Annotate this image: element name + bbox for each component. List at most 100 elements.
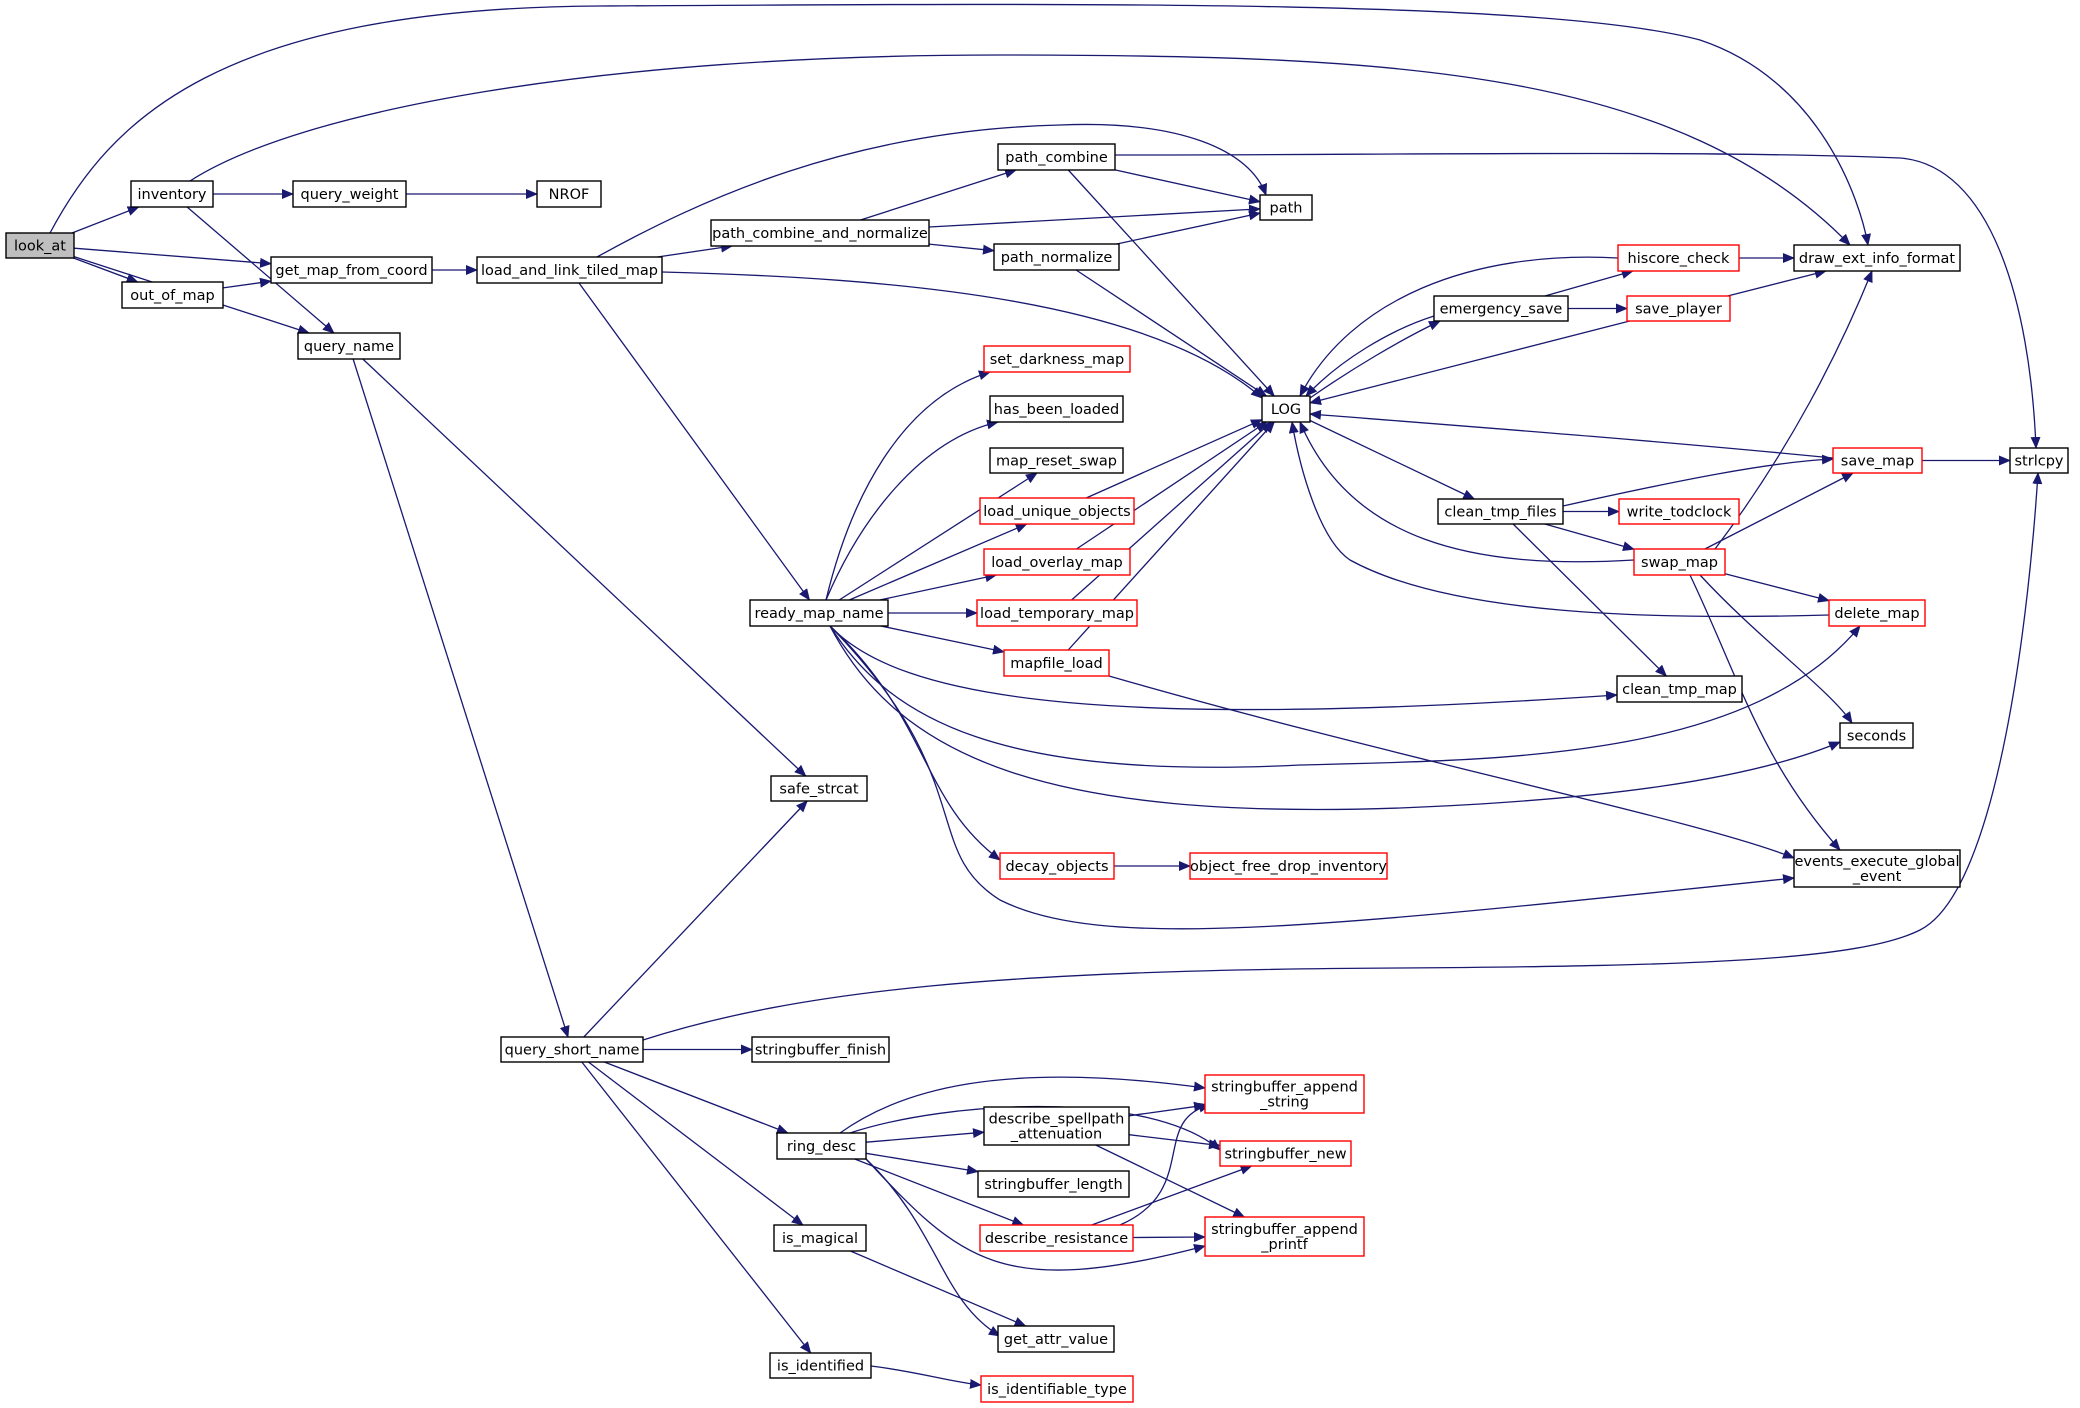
node-inventory[interactable]: inventory [130, 180, 214, 208]
node-box[interactable] [1793, 849, 1961, 888]
node-clean_tmp_map[interactable]: clean_tmp_map [1616, 675, 1743, 703]
node-box[interactable] [1793, 244, 1961, 272]
node-box[interactable] [1618, 498, 1740, 525]
node-LOG[interactable]: LOG [1261, 395, 1311, 423]
node-box[interactable] [993, 243, 1120, 271]
node-box[interactable] [980, 1375, 1134, 1403]
node-strlcpy[interactable]: strlcpy [2009, 447, 2069, 474]
node-get_map_from_coord[interactable]: get_map_from_coord [270, 256, 433, 284]
node-ring_desc[interactable]: ring_desc [776, 1132, 867, 1160]
node-write_todclock[interactable]: write_todclock [1618, 498, 1740, 525]
node-box[interactable] [297, 332, 401, 360]
node-box[interactable] [710, 219, 930, 247]
node-stringbuffer_new[interactable]: stringbuffer_new [1219, 1140, 1352, 1167]
node-box[interactable] [983, 1106, 1130, 1146]
node-query_weight[interactable]: query_weight [292, 180, 407, 208]
node-describe_spellpath_attenuation[interactable]: describe_spellpath_attenuation [983, 1106, 1130, 1146]
node-is_identifiable_type[interactable]: is_identifiable_type [980, 1375, 1134, 1403]
node-box[interactable] [773, 1224, 867, 1252]
node-box[interactable] [979, 497, 1135, 525]
node-stringbuffer_length[interactable]: stringbuffer_length [977, 1170, 1130, 1198]
node-box[interactable] [983, 548, 1131, 576]
node-delete_map[interactable]: delete_map [1828, 599, 1926, 627]
node-box[interactable] [989, 395, 1124, 423]
node-box[interactable] [999, 852, 1115, 880]
node-box[interactable] [977, 1170, 1130, 1198]
node-stringbuffer_append_printf[interactable]: stringbuffer_append_printf [1204, 1216, 1365, 1257]
node-box[interactable] [2009, 447, 2069, 474]
node-box[interactable] [1219, 1140, 1352, 1167]
node-box[interactable] [121, 281, 224, 309]
node-set_darkness_map[interactable]: set_darkness_map [983, 345, 1131, 373]
node-map_reset_swap[interactable]: map_reset_swap [989, 447, 1124, 474]
node-box[interactable] [1437, 498, 1564, 525]
node-box[interactable] [1828, 599, 1926, 627]
node-emergency_save[interactable]: emergency_save [1433, 295, 1569, 322]
node-box[interactable] [1259, 194, 1313, 221]
node-box[interactable] [5, 232, 75, 259]
node-box[interactable] [769, 1352, 872, 1379]
node-box[interactable] [1261, 395, 1311, 423]
node-box[interactable] [1616, 675, 1743, 703]
node-seconds[interactable]: seconds [1839, 722, 1914, 749]
node-box[interactable] [1839, 722, 1914, 749]
node-describe_resistance[interactable]: describe_resistance [979, 1224, 1134, 1252]
node-get_attr_value[interactable]: get_attr_value [997, 1325, 1115, 1353]
node-has_been_loaded[interactable]: has_been_loaded [989, 395, 1124, 423]
node-load_and_link_tiled_map[interactable]: load_and_link_tiled_map [476, 256, 663, 284]
node-path_combine[interactable]: path_combine [997, 143, 1116, 171]
node-out_of_map[interactable]: out_of_map [121, 281, 224, 309]
node-events_execute_global_event[interactable]: events_execute_global_event [1793, 849, 1961, 888]
node-box[interactable] [1626, 295, 1731, 322]
node-stringbuffer_append_string[interactable]: stringbuffer_append_string [1204, 1074, 1365, 1114]
node-box[interactable] [1204, 1216, 1365, 1257]
node-NROF[interactable]: NROF [536, 180, 602, 208]
node-box[interactable] [130, 180, 214, 208]
node-box[interactable] [500, 1036, 644, 1063]
node-swap_map[interactable]: swap_map [1633, 548, 1726, 576]
node-box[interactable] [1617, 244, 1740, 272]
node-box[interactable] [749, 599, 889, 627]
node-path_combine_and_normalize[interactable]: path_combine_and_normalize [710, 219, 930, 247]
node-box[interactable] [983, 345, 1131, 373]
node-safe_strcat[interactable]: safe_strcat [770, 775, 868, 802]
node-box[interactable] [1433, 295, 1569, 322]
node-decay_objects[interactable]: decay_objects [999, 852, 1115, 880]
node-is_identified[interactable]: is_identified [769, 1352, 872, 1379]
node-box[interactable] [1003, 649, 1110, 677]
node-box[interactable] [770, 775, 868, 802]
node-load_overlay_map[interactable]: load_overlay_map [983, 548, 1131, 576]
node-box[interactable] [776, 1132, 867, 1160]
node-box[interactable] [979, 1224, 1134, 1252]
node-clean_tmp_files[interactable]: clean_tmp_files [1437, 498, 1564, 525]
node-box[interactable] [1204, 1074, 1365, 1114]
node-box[interactable] [997, 143, 1116, 171]
node-box[interactable] [1832, 447, 1923, 474]
node-ready_map_name[interactable]: ready_map_name [749, 599, 889, 627]
node-box[interactable] [1189, 852, 1388, 880]
node-box[interactable] [989, 447, 1124, 474]
node-mapfile_load[interactable]: mapfile_load [1003, 649, 1110, 677]
node-box[interactable] [976, 599, 1138, 627]
node-object_free_drop_inventory[interactable]: object_free_drop_inventory [1189, 852, 1388, 880]
node-save_player[interactable]: save_player [1626, 295, 1731, 322]
node-query_name[interactable]: query_name [297, 332, 401, 360]
node-look_at[interactable]: look_at [5, 232, 75, 259]
node-query_short_name[interactable]: query_short_name [500, 1036, 644, 1063]
node-load_unique_objects[interactable]: load_unique_objects [979, 497, 1135, 525]
node-box[interactable] [476, 256, 663, 284]
node-load_temporary_map[interactable]: load_temporary_map [976, 599, 1138, 627]
node-hiscore_check[interactable]: hiscore_check [1617, 244, 1740, 272]
node-box[interactable] [536, 180, 602, 208]
node-box[interactable] [1633, 548, 1726, 576]
node-box[interactable] [292, 180, 407, 208]
node-draw_ext_info_format[interactable]: draw_ext_info_format [1793, 244, 1961, 272]
node-stringbuffer_finish[interactable]: stringbuffer_finish [751, 1036, 890, 1063]
node-path[interactable]: path [1259, 194, 1313, 221]
node-box[interactable] [997, 1325, 1115, 1353]
node-path_normalize[interactable]: path_normalize [993, 243, 1120, 271]
node-save_map[interactable]: save_map [1832, 447, 1923, 474]
node-box[interactable] [270, 256, 433, 284]
node-box[interactable] [751, 1036, 890, 1063]
node-is_magical[interactable]: is_magical [773, 1224, 867, 1252]
